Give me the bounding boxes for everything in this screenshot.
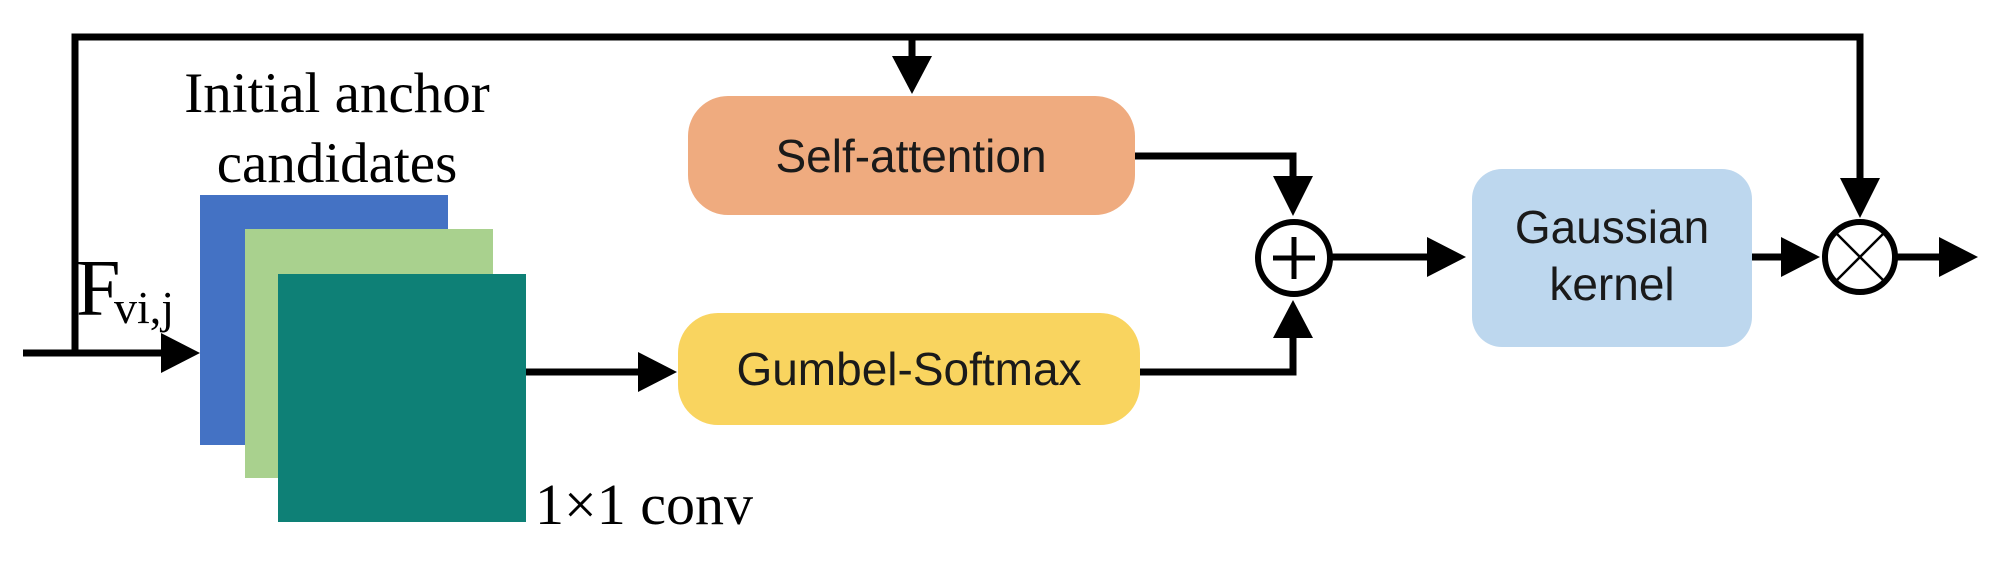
stack-title-line1: Initial anchor	[184, 62, 489, 125]
feature-label-subscript: vi,j	[114, 282, 174, 333]
branch-to-self-attention-arrow	[892, 37, 932, 94]
gumbel-to-add-arrow	[1140, 300, 1313, 376]
arrowhead-up-into-add	[1273, 300, 1313, 338]
output-arrow	[1892, 237, 1978, 277]
conv-to-gumbel-arrow	[526, 352, 677, 392]
arrowhead-right-into-multiply	[1781, 237, 1820, 277]
gaussian-to-multiply-arrow	[1752, 237, 1820, 277]
gaussian-kernel-box	[1472, 169, 1752, 347]
arrowhead-right-into-stack	[161, 333, 200, 373]
gaussian-kernel-label-line2: kernel	[1549, 258, 1674, 310]
skip-connection-line	[71, 33, 1864, 353]
gumbel-out-line	[1140, 336, 1297, 376]
self-attention-out-line	[1135, 152, 1297, 178]
add-operator	[1255, 219, 1333, 297]
feature-label-base: F	[76, 245, 121, 333]
arrowhead-down-into-self-attention	[892, 56, 932, 94]
gumbel-softmax-label: Gumbel-Softmax	[736, 343, 1081, 395]
self-attention-label: Self-attention	[775, 130, 1046, 182]
stack-title-line2: candidates	[217, 132, 458, 195]
arrowhead-right-into-gaussian	[1427, 237, 1466, 277]
gaussian-kernel-label-line1: Gaussian	[1515, 201, 1709, 253]
anchor-square-teal	[278, 274, 526, 522]
self-attention-to-add-arrow	[1135, 152, 1313, 216]
gumbel-softmax-box	[678, 313, 1140, 425]
arrowhead-output	[1939, 237, 1978, 277]
times-icon	[1834, 231, 1886, 283]
skip-connection-arrow	[71, 33, 1880, 353]
arrowhead-down-into-multiply	[1840, 178, 1880, 218]
add-to-gaussian-arrow	[1330, 237, 1466, 277]
conv-label: 1×1 conv	[535, 472, 753, 537]
self-attention-box	[688, 96, 1135, 215]
input-arrow	[23, 333, 200, 373]
arrowhead-right-into-gumbel	[638, 352, 677, 392]
multiply-operator	[1822, 219, 1898, 295]
arrowhead-down-into-add	[1273, 176, 1313, 216]
